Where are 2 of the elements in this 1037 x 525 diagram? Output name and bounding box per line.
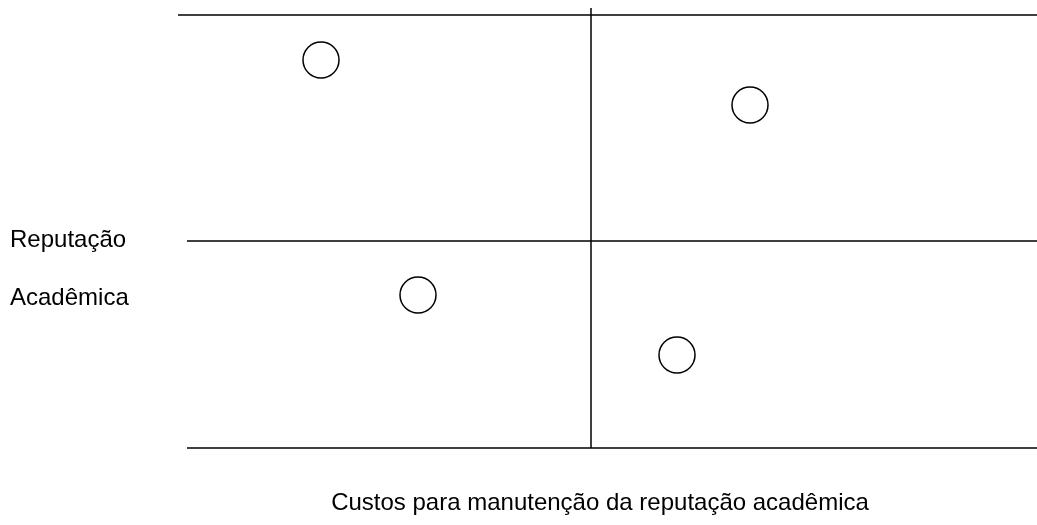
axis-label: Custos para manutenção da reputação acadêmica [330,488,870,516]
axis-label: Reputação Acadêmica [10,224,130,312]
